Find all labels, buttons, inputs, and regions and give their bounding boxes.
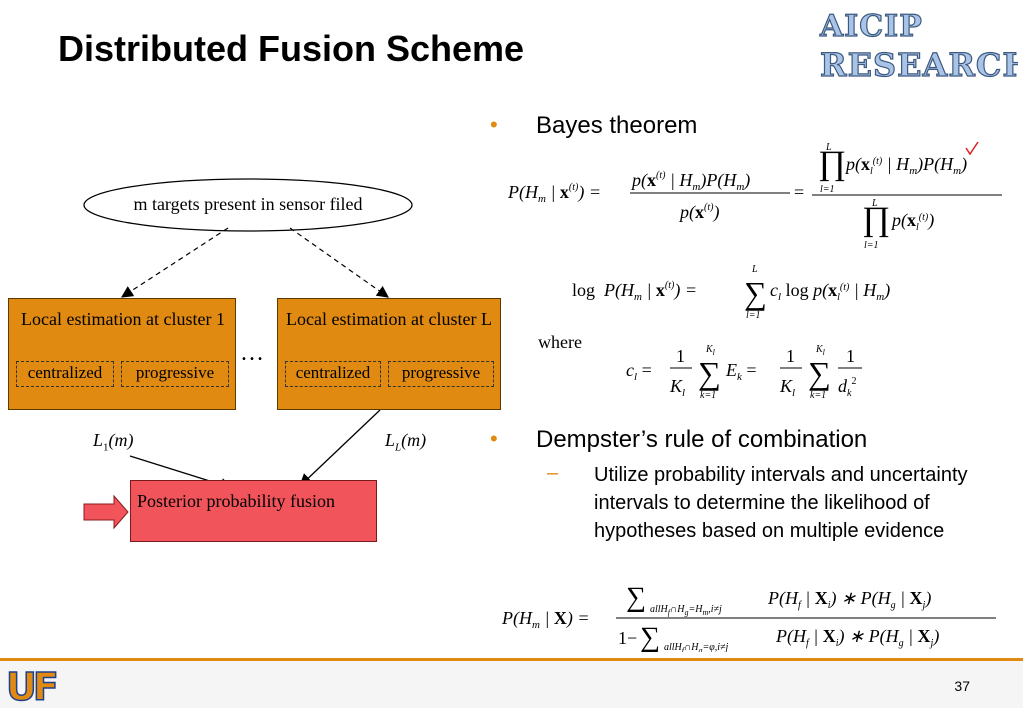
diagram-connectors [83, 178, 413, 530]
svg-text:∑: ∑ [744, 275, 767, 311]
dashed-arrow-left [120, 227, 229, 298]
svg-text:L: L [871, 198, 878, 209]
posterior-fusion-box: Posterior probability fusion [130, 480, 377, 542]
svg-text:P(Hm | x(t)) =: P(Hm | x(t)) = [603, 280, 697, 303]
cluster-1-progressive: progressive [121, 361, 229, 387]
bayes-equations: P(Hm | x(t)) = p(x(t) | Hm)P(Hm) p(x(t))… [507, 141, 1002, 401]
cluster-L-centralized: centralized [285, 361, 381, 387]
svg-text:P(Hm | x(t)) =: P(Hm | x(t)) = [507, 182, 601, 205]
posterior-fusion-label: Posterior probability fusion [137, 491, 335, 511]
cluster-L-progressive: progressive [388, 361, 494, 387]
svg-text:l=1: l=1 [746, 310, 761, 321]
svg-text:p(x(t)): p(x(t)) [678, 202, 719, 223]
svg-text:P(Hm | X) =: P(Hm | X) = [501, 608, 590, 631]
bullet-bayes: Bayes theorem [536, 112, 698, 139]
cluster-1-title: Local estimation at cluster 1 [21, 309, 225, 329]
cluster-L-box: Local estimation at cluster L centralize… [277, 298, 501, 410]
bullet-dot-2: • [490, 426, 498, 451]
svg-text:1: 1 [846, 346, 855, 366]
aicip-research-logo: AICIP RESEARCH [818, 8, 1018, 82]
where-label: where [538, 332, 582, 352]
bullet-dempster: Dempster’s rule of combination [536, 426, 868, 453]
page-number: 37 [954, 678, 970, 694]
uf-logo: UF [6, 664, 61, 706]
cluster-1-box: Local estimation at cluster 1 centralize… [8, 298, 236, 410]
svg-text:∑: ∑ [808, 355, 831, 391]
bullet-dot-1: • [490, 112, 498, 137]
svg-text:p(xl(t)): p(xl(t)) [890, 210, 934, 233]
svg-text:∑: ∑ [698, 355, 721, 391]
svg-text:dk2: dk2 [838, 376, 856, 399]
arrow-clusterL-to-fusion [299, 409, 381, 487]
svg-text:allHf∩Hg=Hm,i≠j: allHf∩Hg=Hm,i≠j [650, 604, 722, 617]
svg-text:1−: 1− [618, 628, 637, 648]
svg-text:∏: ∏ [818, 145, 846, 182]
svg-text:k=1: k=1 [700, 390, 716, 401]
fusion-input-arrow [83, 494, 129, 530]
svg-text:l=1: l=1 [864, 240, 879, 251]
svg-text:Kl: Kl [779, 376, 795, 399]
svg-text:∑: ∑ [640, 622, 660, 652]
svg-text:P(Hf | Xi) ∗ P(Hg | Xj): P(Hf | Xi) ∗ P(Hg | Xj) [767, 588, 931, 611]
sub-bullet-text: Utilize probability intervals and uncert… [594, 464, 968, 542]
svg-text:allHf∩Hg=φ,i≠j: allHf∩Hg=φ,i≠j [664, 642, 729, 652]
svg-text:UF: UF [6, 665, 56, 706]
svg-text:=: = [794, 182, 804, 202]
sub-bullet-dash: – [547, 462, 559, 484]
dashed-arrow-right [289, 227, 389, 298]
footer-band [0, 661, 1023, 708]
label-LL: LL(m) [385, 430, 427, 454]
dempster-equation: P(Hm | X) = ∑ allHf∩Hg=Hm,i≠j P(Hf | Xi)… [501, 582, 996, 652]
svg-text:L: L [751, 264, 758, 275]
svg-text:cl =: cl = [626, 360, 652, 383]
label-L1: L1(m) [93, 430, 134, 454]
ellipse-label: m targets present in sensor filed [133, 194, 363, 214]
cluster-ellipsis: … [240, 340, 264, 366]
svg-text:∑: ∑ [626, 582, 646, 613]
svg-text:cl log p(xl(t) | Hm): cl log p(xl(t) | Hm) [770, 280, 890, 303]
svg-text:Kl: Kl [705, 344, 716, 357]
svg-text:L: L [825, 142, 832, 153]
svg-text:P(Hf | Xi) ∗ P(Hg | Xj): P(Hf | Xi) ∗ P(Hg | Xj) [775, 626, 939, 649]
svg-text:Kl: Kl [669, 376, 685, 399]
cluster-L-title: Local estimation at cluster L [286, 309, 492, 329]
cluster-1-centralized: centralized [16, 361, 114, 387]
svg-text:1: 1 [786, 346, 795, 366]
svg-text:log: log [572, 280, 595, 300]
page-title: Distributed Fusion Scheme [58, 28, 525, 69]
targets-ellipse [83, 178, 413, 232]
logo-line2: RESEARCH [820, 46, 1018, 82]
svg-text:p(x(t) | Hm)P(Hm): p(x(t) | Hm)P(Hm) [630, 170, 750, 193]
check-mark-icon [965, 141, 979, 156]
svg-text:Kl: Kl [815, 344, 826, 357]
logo-line1: AICIP [819, 9, 923, 44]
svg-text:p(xl(t) | Hm)P(Hm): p(xl(t) | Hm)P(Hm) [844, 154, 967, 177]
footer-rule [0, 658, 1023, 661]
svg-text:k=1: k=1 [810, 390, 826, 401]
svg-text:1: 1 [676, 346, 685, 366]
svg-text:∏: ∏ [862, 201, 890, 238]
svg-text:Ek =: Ek = [725, 360, 757, 383]
svg-text:l=1: l=1 [820, 184, 835, 195]
